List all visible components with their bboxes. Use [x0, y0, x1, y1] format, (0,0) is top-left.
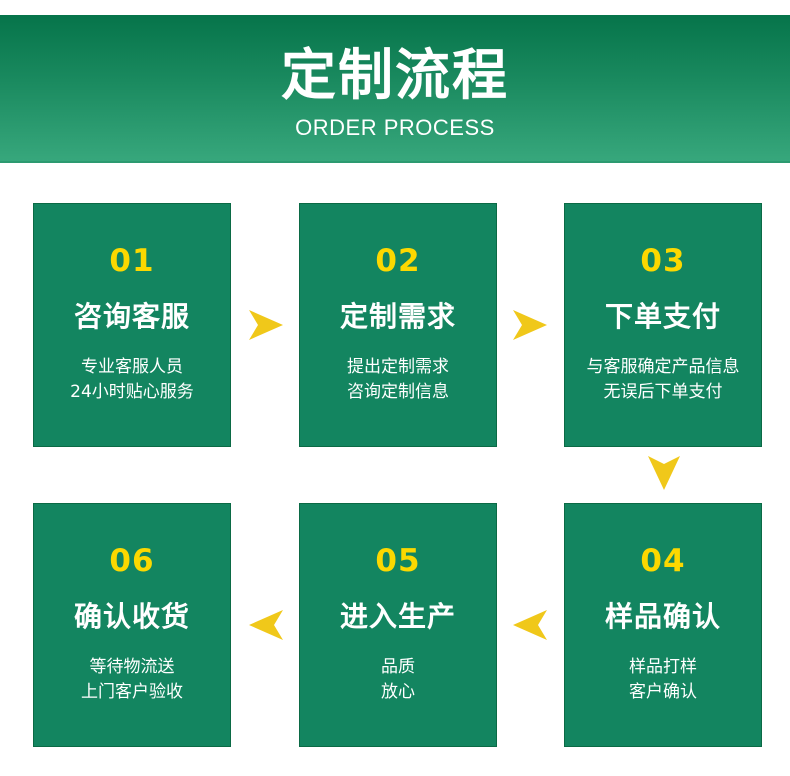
step-title: 定制需求: [339, 300, 456, 333]
header-banner: 定制流程 ORDER PROCESS: [0, 15, 790, 163]
step-title: 下单支付: [604, 300, 721, 333]
step-card-06: 06 确认收货 等待物流送 上门客户验收: [33, 503, 231, 747]
step-number: 04: [640, 543, 686, 579]
step-card-05: 05 进入生产 品质 放心: [299, 503, 497, 747]
step-desc-line: 无误后下单支付: [603, 382, 723, 402]
step-description: 样品打样 客户确认: [565, 655, 761, 705]
page-subtitle: ORDER PROCESS: [295, 115, 495, 140]
step-desc-line: 客户确认: [629, 682, 697, 702]
step-title: 确认收货: [73, 600, 190, 633]
step-description: 专业客服人员 24小时贴心服务: [34, 355, 230, 405]
step-title: 样品确认: [604, 600, 721, 633]
step-desc-line: 专业客服人员: [81, 357, 183, 377]
step-description: 与客服确定产品信息 无误后下单支付: [565, 355, 761, 405]
step-desc-line: 与客服确定产品信息: [586, 357, 740, 377]
step-card-03: 03 下单支付 与客服确定产品信息 无误后下单支付: [564, 203, 762, 447]
step-number: 01: [109, 243, 155, 279]
arrow-left-icon: [249, 608, 283, 642]
arrow-right-icon: [513, 308, 547, 342]
step-desc-line: 提出定制需求: [347, 357, 449, 377]
step-number: 02: [375, 243, 421, 279]
step-desc-line: 24小时贴心服务: [70, 382, 194, 402]
arrow-left-icon: [513, 608, 547, 642]
step-desc-line: 等待物流送: [89, 657, 175, 677]
step-number: 03: [640, 243, 686, 279]
step-desc-line: 品质: [381, 657, 415, 677]
step-description: 等待物流送 上门客户验收: [34, 655, 230, 705]
step-desc-line: 放心: [381, 682, 415, 702]
arrow-down-icon: [647, 456, 681, 490]
step-card-02: 02 定制需求 提出定制需求 咨询定制信息: [299, 203, 497, 447]
step-desc-line: 上门客户验收: [81, 682, 183, 702]
step-card-04: 04 样品确认 样品打样 客户确认: [564, 503, 762, 747]
step-title: 进入生产: [339, 600, 456, 633]
step-card-01: 01 咨询客服 专业客服人员 24小时贴心服务: [33, 203, 231, 447]
step-title: 咨询客服: [73, 300, 190, 333]
step-desc-line: 咨询定制信息: [347, 382, 449, 402]
step-description: 品质 放心: [300, 655, 496, 705]
step-number: 05: [375, 543, 421, 579]
arrow-right-icon: [249, 308, 283, 342]
step-desc-line: 样品打样: [629, 657, 697, 677]
page-title: 定制流程: [280, 43, 509, 107]
step-description: 提出定制需求 咨询定制信息: [300, 355, 496, 405]
step-number: 06: [109, 543, 155, 579]
